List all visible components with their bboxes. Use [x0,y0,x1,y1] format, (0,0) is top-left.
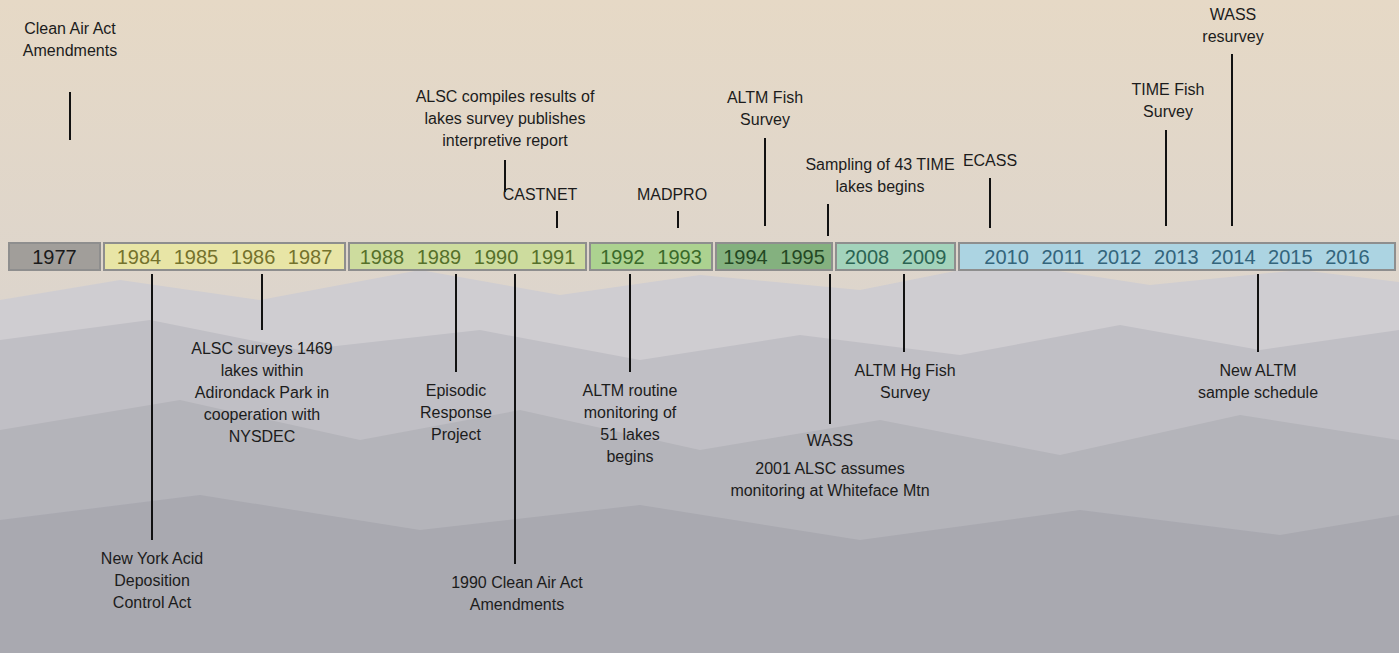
leader-line [1165,130,1167,226]
timeline-segment: 2010 2011 2012 2013 2014 2015 2016 [958,242,1396,271]
timeline-segment: 1984 1985 1986 1987 [103,242,346,271]
event-label: ECASS [950,150,1030,172]
event-label: Episodic Response Project [415,380,497,446]
leader-line [151,274,153,540]
event-label: CASTNET [495,184,585,206]
leader-line [903,274,905,352]
event-label: ALTM Fish Survey [719,87,811,131]
timeline-segment: 1977 [8,242,101,271]
leader-line [1231,54,1233,226]
event-label: Sampling of 43 TIME lakes begins [801,154,959,198]
leader-line [827,204,829,236]
year-text: 1994 1995 [723,245,825,269]
event-label: New York Acid Deposition Control Act [96,548,208,614]
event-label: New ALTM sample schedule [1193,360,1323,404]
leader-line [69,92,71,140]
year-text: 2010 2011 2012 2013 2014 2015 2016 [984,245,1369,269]
timeline-segment: 1988 1989 1990 1991 [348,242,587,271]
year-text: 1992 1993 [600,245,702,269]
event-label: TIME Fish Survey [1122,79,1214,123]
leader-line [514,274,516,564]
timeline-segment: 1992 1993 [589,242,713,271]
event-label: ALSC surveys 1469 lakes within Adirondac… [187,338,337,448]
leader-line [989,178,991,228]
year-text: 2008 2009 [845,245,947,269]
event-label: Clean Air Act Amendments [15,18,125,62]
leader-line [455,274,457,372]
event-label: WASS resurvey [1192,4,1274,48]
year-text: 1984 1985 1986 1987 [117,245,333,269]
leader-line [829,274,831,424]
year-text: 1977 [32,245,77,269]
leader-line [261,274,263,330]
event-label: MADPRO [627,184,717,206]
leader-line [556,211,558,228]
event-label: ALSC compiles results of lakes survey pu… [413,86,598,152]
timeline-segment: 1994 1995 [715,242,833,271]
event-label: ALTM Hg Fish Survey [849,360,961,404]
leader-line [677,211,679,228]
leader-line [764,138,766,226]
timeline-segment: 2008 2009 [835,242,956,271]
leader-line [629,274,631,372]
leader-line [1257,274,1259,352]
event-label: 1990 Clean Air Act Amendments [417,572,617,616]
event-label: WASS [790,430,870,452]
event-label: 2001 ALSC assumes monitoring at Whitefac… [723,458,938,502]
event-label: ALTM routine monitoring of 51 lakes begi… [576,380,684,468]
year-text: 1988 1989 1990 1991 [360,245,576,269]
